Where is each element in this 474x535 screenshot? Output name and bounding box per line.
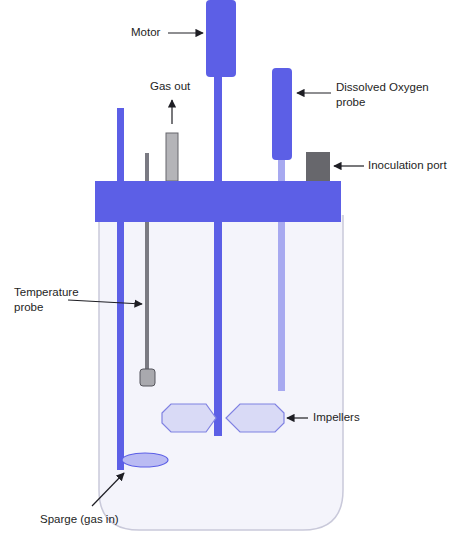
oxygen-probe-head — [272, 68, 292, 160]
part-label: Impellers — [313, 410, 383, 425]
leader-arrow — [168, 32, 203, 33]
leader-arrow — [68, 300, 142, 304]
leader-arrow — [334, 165, 364, 166]
leader-arrow — [287, 417, 308, 418]
sparge-tube — [117, 108, 124, 470]
temperature-probe-tip — [140, 369, 155, 386]
leader-arrow — [171, 100, 172, 124]
motor — [206, 0, 236, 77]
gas-outlet — [166, 133, 178, 181]
part-label: Inoculation port — [368, 158, 468, 173]
part-label: Gas out — [150, 79, 200, 94]
part-label: Sparge (gas in) — [40, 512, 140, 527]
shaft — [214, 70, 222, 436]
lid — [95, 181, 341, 222]
part-label: Dissolved Oxygen probe — [336, 80, 448, 110]
leader-arrow — [297, 92, 331, 93]
impeller-blade — [162, 404, 216, 432]
part-label: Motor — [131, 25, 171, 40]
leader-arrow — [92, 473, 124, 506]
sparger — [122, 453, 168, 467]
impeller-blade — [226, 404, 284, 432]
inoculation-port — [306, 152, 330, 181]
part-label: Temperature probe — [14, 285, 88, 315]
